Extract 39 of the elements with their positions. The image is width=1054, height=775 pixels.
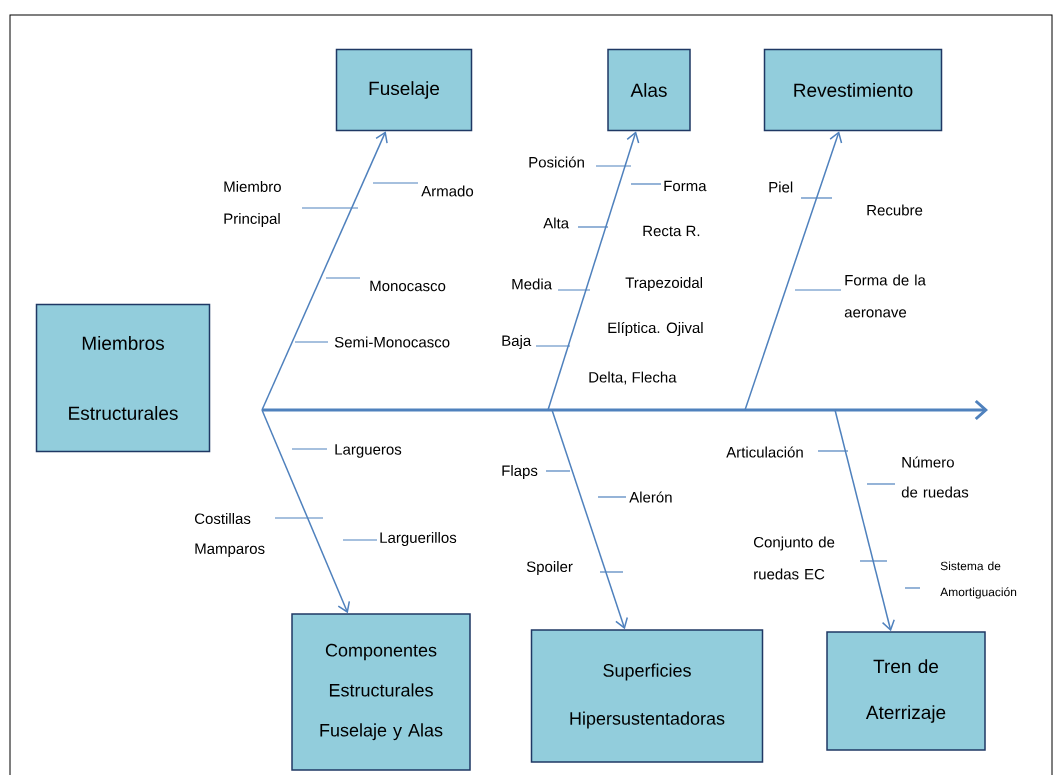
- cause-label: Posición: [529, 156, 584, 168]
- cause-label: Piel: [769, 181, 793, 193]
- category-box: Alas: [607, 48, 691, 132]
- cause-label: Forma de la aeronave: [844, 274, 926, 318]
- cause-label: Semi-Monocasco: [334, 336, 450, 348]
- cause-label: Recta R.: [643, 225, 700, 237]
- category-box: Fuselaje: [335, 48, 473, 132]
- category-box: Revestimiento: [763, 48, 943, 132]
- cause-label: Media: [512, 278, 553, 290]
- cause-label: Forma: [664, 180, 707, 192]
- bone-arrow: [834, 409, 895, 632]
- category-box: Superficies Hipersustentadoras: [530, 629, 764, 763]
- cause-label: Costillas Mamparos: [195, 513, 265, 557]
- cause-label: Alta: [543, 217, 570, 229]
- cause-label: Largueros: [335, 444, 402, 458]
- bone-arrow: [547, 131, 640, 411]
- cause-label: Sistema de Amortiguación: [940, 561, 1017, 599]
- cause-label: Recubre: [867, 204, 923, 216]
- cause-label: Miembro Principal: [224, 181, 281, 227]
- bone-arrow: [744, 131, 843, 411]
- cause-label: Baja: [502, 335, 532, 349]
- bone-arrow: [261, 131, 388, 411]
- category-box: Tren de Aterrizaje: [826, 631, 986, 751]
- cause-label: Larguerillos: [380, 532, 457, 546]
- cause-label: Trapezoidal: [625, 277, 702, 291]
- cause-label: Articulación: [726, 446, 803, 458]
- bone-arrow: [551, 409, 629, 630]
- cause-label: Número de ruedas: [901, 456, 969, 498]
- cause-label: Elíptica. Ojival: [608, 321, 703, 337]
- category-box: Miembros Estructurales: [35, 303, 211, 453]
- cause-label: Conjunto de ruedas EC: [754, 536, 835, 580]
- cause-label: Flaps: [502, 465, 538, 479]
- bone-arrow: [261, 409, 351, 614]
- cause-label: Armado: [421, 185, 474, 197]
- category-box: Componentes Estructurales Fuselaje y Alas: [291, 613, 471, 771]
- cause-label: Spoiler: [526, 561, 573, 575]
- cause-label: Alerón: [629, 491, 672, 503]
- cause-label: Monocasco: [370, 280, 446, 292]
- cause-label: Delta, Flecha: [589, 371, 677, 385]
